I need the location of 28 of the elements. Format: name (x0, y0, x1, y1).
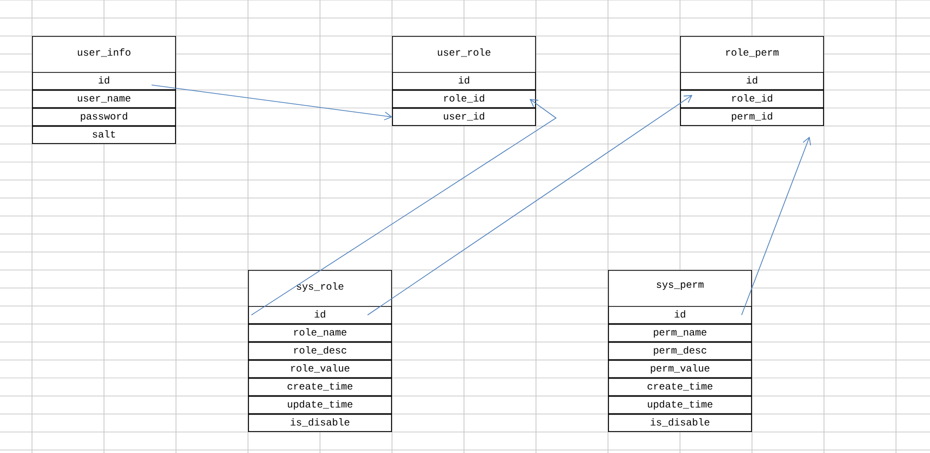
table-cell: id (32, 72, 176, 90)
arrow (151, 84, 392, 120)
table-cell: role_name (248, 324, 392, 342)
table-cell: update_time (248, 396, 392, 414)
table-cell: id (248, 306, 392, 324)
table-cell: role_desc (248, 342, 392, 360)
table-cell: update_time (608, 396, 752, 414)
arrow (367, 95, 692, 316)
table-cell: is_disable (248, 414, 392, 432)
table-cell: role_id (680, 90, 824, 108)
table-cell: user_name (32, 90, 176, 108)
table-cell: id (608, 306, 752, 324)
table-cell: user_id (392, 108, 536, 126)
table-cell: role_id (392, 90, 536, 108)
table-cell: password (32, 108, 176, 126)
table-cell: id (392, 72, 536, 90)
table-cell: perm_value (608, 360, 752, 378)
table-cell: is_disable (608, 414, 752, 432)
arrow (741, 136, 811, 316)
table-cell: create_time (248, 378, 392, 396)
table-cell: perm_id (680, 108, 824, 126)
table-cell: role_value (248, 360, 392, 378)
arrow (251, 99, 557, 316)
table-cell: perm_name (608, 324, 752, 342)
table-cell: create_time (608, 378, 752, 396)
table-cell: id (680, 72, 824, 90)
table-cell: salt (32, 126, 176, 144)
table-cell: perm_desc (608, 342, 752, 360)
